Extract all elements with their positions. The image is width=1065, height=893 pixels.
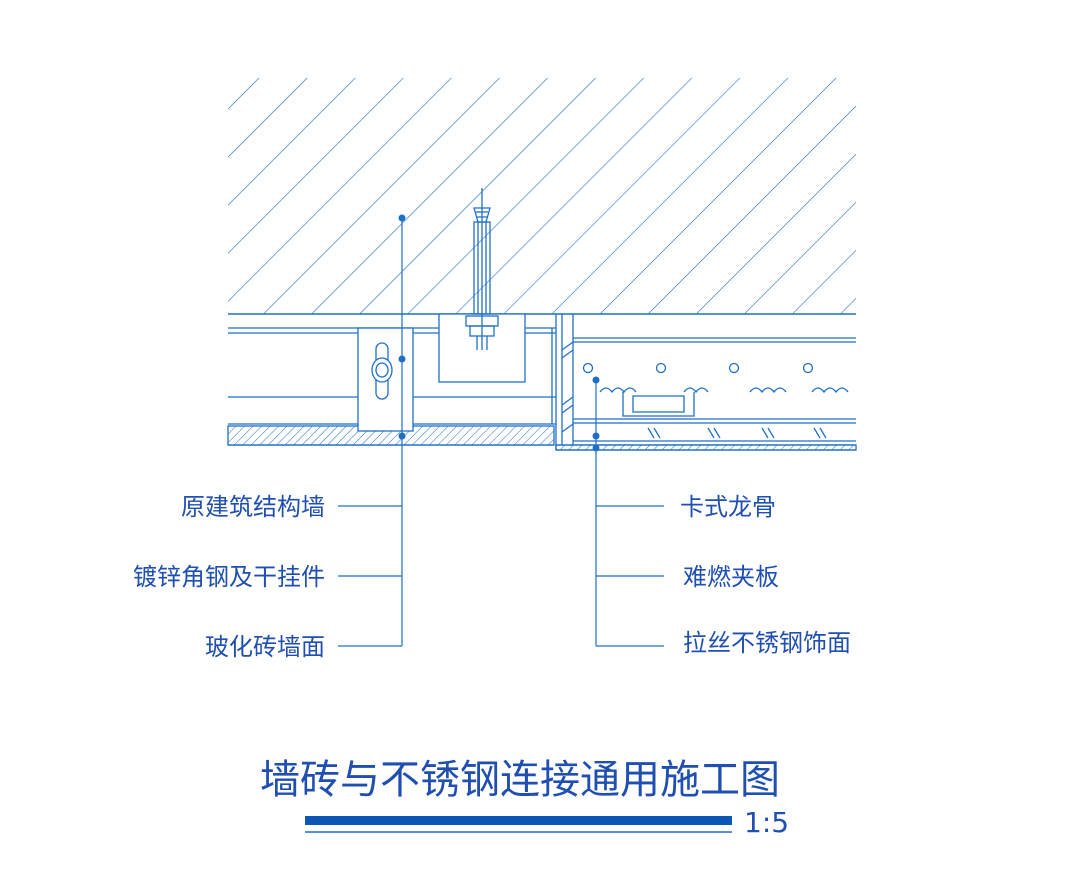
scale-label: 1:5 (744, 806, 789, 839)
structural-wall (228, 78, 856, 315)
leader-dot (592, 376, 600, 384)
label-card-keel: 卡式龙骨 (680, 493, 776, 521)
left-tile-assembly (227, 313, 557, 450)
right-steel-assembly (555, 314, 857, 451)
label-angle-steel-bracket: 镀锌角钢及干挂件 (133, 563, 325, 591)
label-structural-wall: 原建筑结构墙 (181, 493, 325, 521)
leader-dot (398, 355, 406, 363)
label-fire-retardant-plywood: 难燃夹板 (683, 563, 779, 591)
title-underline (305, 816, 732, 825)
label-brushed-stainless-finish: 拉丝不锈钢饰面 (683, 629, 851, 657)
drawing-title: 墙砖与不锈钢连接通用施工图 (260, 757, 780, 803)
left-leaders (338, 218, 403, 647)
leader-dot (398, 432, 406, 440)
leader-dot (592, 444, 600, 452)
leader-dot (398, 214, 406, 222)
anchor-bolt (465, 188, 499, 350)
right-leaders (595, 380, 664, 647)
leader-dot (592, 432, 600, 440)
label-vitrified-tile-wall: 玻化砖墙面 (205, 633, 325, 661)
